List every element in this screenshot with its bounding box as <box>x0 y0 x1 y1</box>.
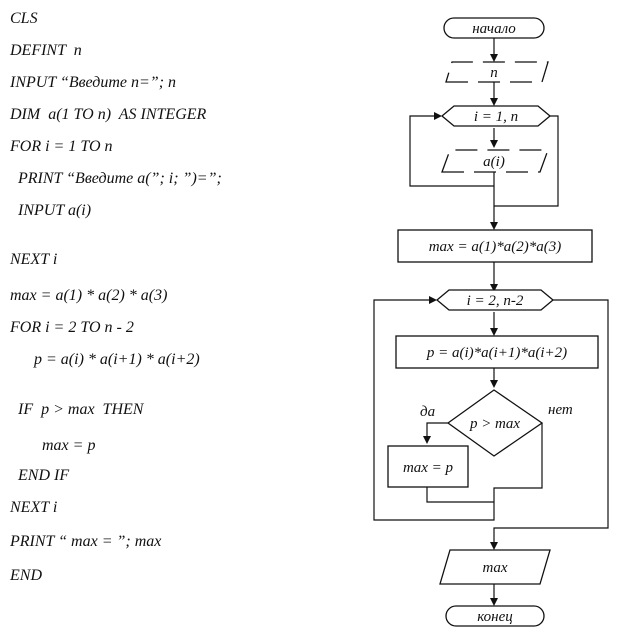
code-line-end-if: END IF <box>10 467 70 484</box>
code-line-print-prompt: PRINT “Введите a(”; i; ”)=”; <box>10 170 222 187</box>
assign-max-label: max = p <box>403 460 454 476</box>
loop1-header: i = 1, n <box>440 105 552 127</box>
code-line-input-ai: INPUT a(i) <box>10 202 92 219</box>
loop2-header: i = 2, n-2 <box>435 289 555 311</box>
assign-max-block: max = p <box>387 445 469 488</box>
flow-connectors <box>373 38 609 604</box>
output-max-label: max <box>483 560 508 576</box>
input-n-label: n <box>490 65 498 81</box>
code-line-for-1: FOR i = 1 TO n <box>10 138 113 155</box>
condition-label: p > max <box>469 416 520 432</box>
code-line-dim: DIM a(1 TO n) AS INTEGER <box>10 106 207 123</box>
output-max-block: max <box>439 549 551 585</box>
code-line-next-1: NEXT i <box>10 251 58 268</box>
flowchart: начало n i = 1, n a(i) max = a(1)*a(2)*a… <box>373 17 609 627</box>
no-label: нет <box>548 402 573 418</box>
yes-label: да <box>420 404 435 420</box>
init-max-label: max = a(1)*a(2)*a(3) <box>429 239 562 255</box>
code-line-cls: CLS <box>10 10 38 27</box>
code-line-input-n: INPUT “Введите n=”; n <box>10 74 177 91</box>
loop1-label: i = 1, n <box>474 109 518 125</box>
input-n-block: n <box>445 61 549 83</box>
code-line-max-assign: max = p <box>10 437 96 454</box>
calc-p-block: p = a(i)*a(i+1)*a(i+2) <box>395 335 599 369</box>
start-terminator: начало <box>443 17 545 39</box>
code-line-max-init: max = a(1) * a(2) * a(3) <box>10 287 168 304</box>
code-line-defint: DEFINT n <box>10 42 82 59</box>
input-ai-label: a(i) <box>483 154 505 170</box>
code-line-end: END <box>10 567 42 584</box>
code-line-next-2: NEXT i <box>10 499 58 516</box>
basic-code-listing: CLS DEFINT n INPUT “Введите n=”; n DIM a… <box>10 10 222 584</box>
code-line-if: IF p > max THEN <box>10 401 144 418</box>
code-line-for-2: FOR i = 2 TO n - 2 <box>10 319 134 336</box>
calc-p-label: p = a(i)*a(i+1)*a(i+2) <box>426 345 567 361</box>
end-label: конец <box>477 609 513 625</box>
start-label: начало <box>472 21 516 37</box>
decision-diamond: p > max <box>446 389 544 457</box>
input-ai-block: a(i) <box>441 149 549 173</box>
flow-arrowheads <box>423 54 498 606</box>
code-line-p-calc: p = a(i) * a(i+1) * a(i+2) <box>10 351 200 368</box>
init-max-block: max = a(1)*a(2)*a(3) <box>397 229 593 263</box>
code-line-print-max: PRINT “ max = ”; max <box>10 533 162 550</box>
loop2-label: i = 2, n-2 <box>467 293 524 309</box>
end-terminator: конец <box>445 605 545 627</box>
